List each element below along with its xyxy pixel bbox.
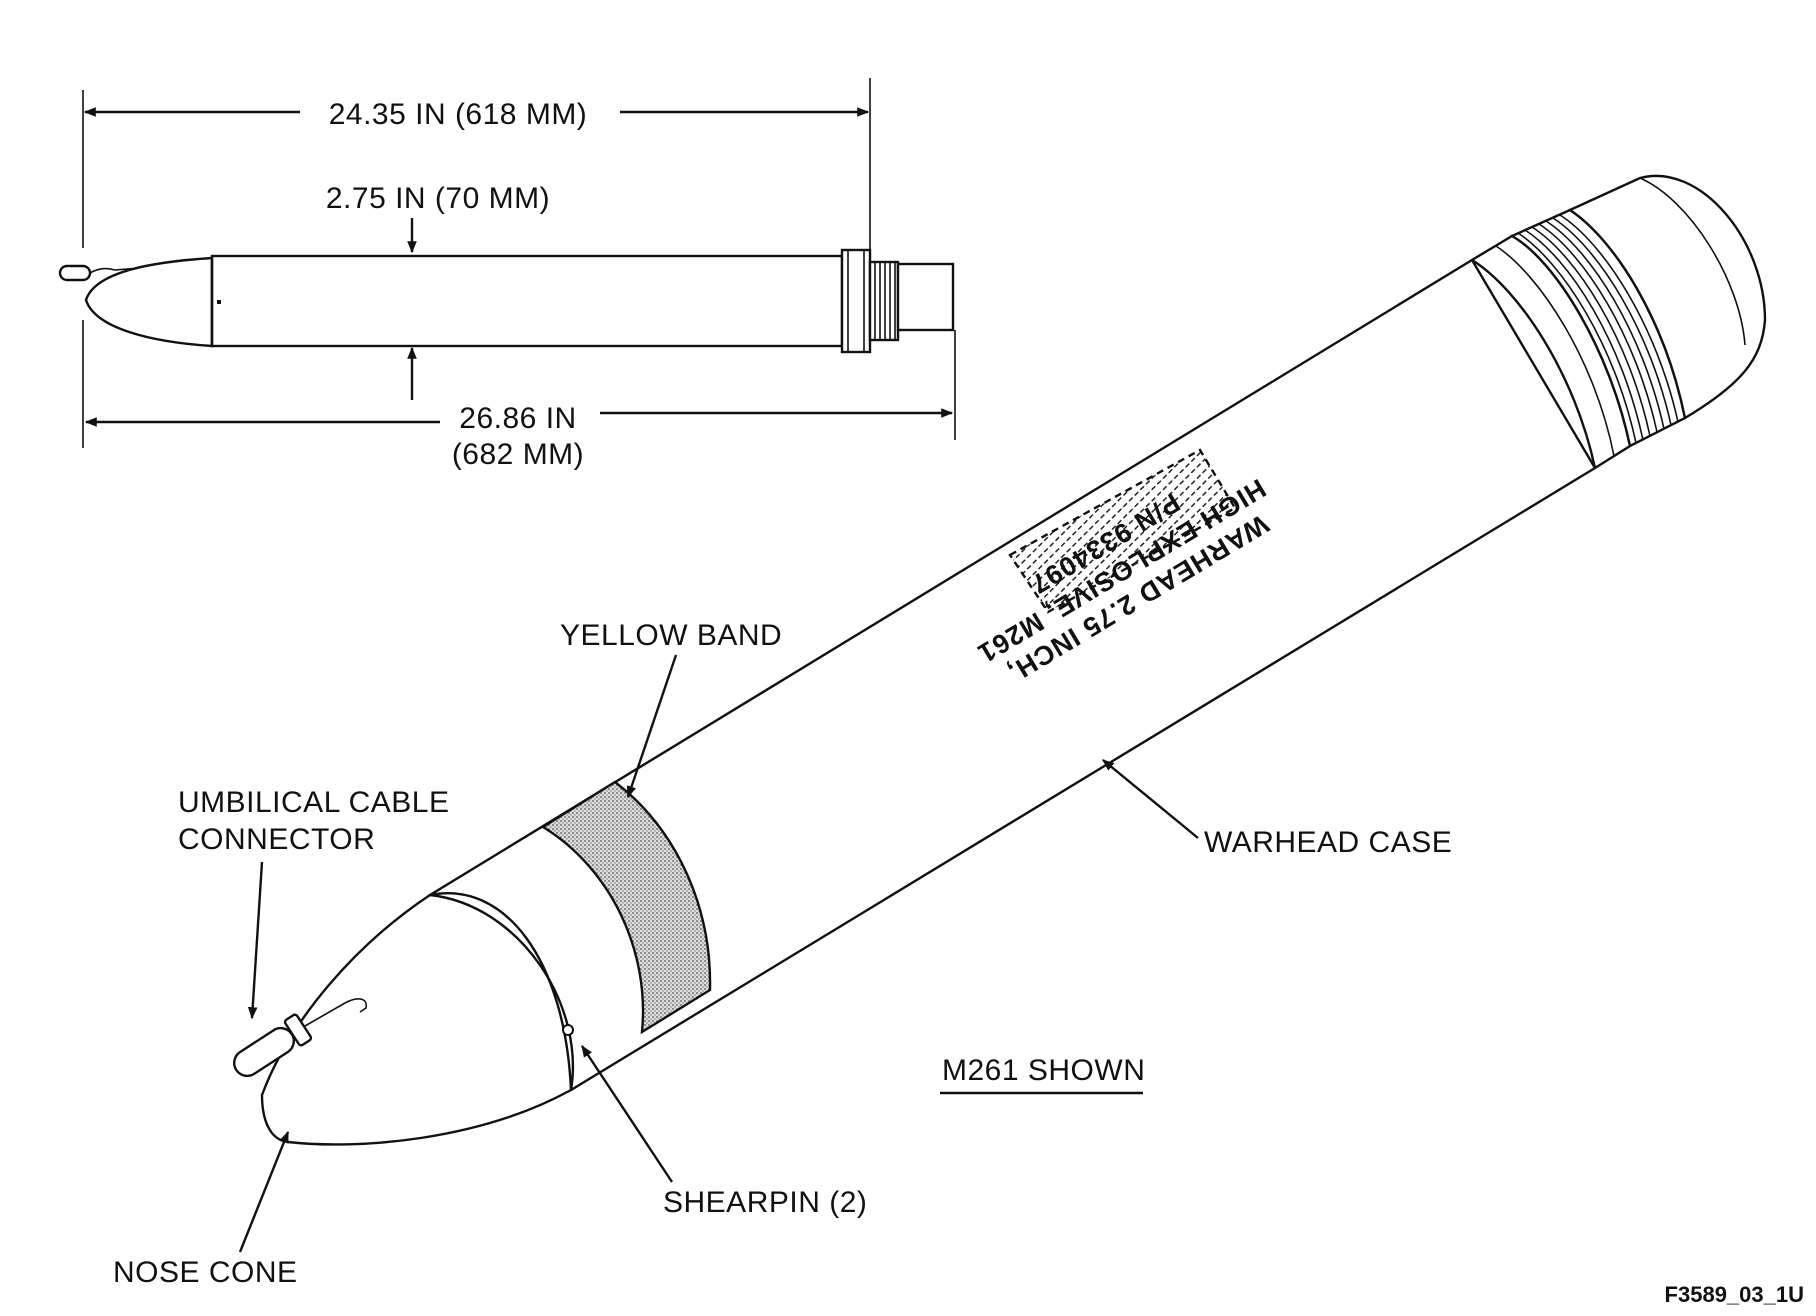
leader-nose-cone: [238, 1130, 290, 1253]
side-nose-cone: [84, 256, 214, 348]
label-warhead-case: WARHEAD CASE: [1204, 826, 1452, 859]
label-umbilical-line2: CONNECTOR: [178, 823, 375, 856]
isometric-view: [233, 174, 1767, 1146]
dimension-diameter: 2.75 IN (70 MM): [326, 182, 550, 215]
side-thread-lines: [874, 262, 896, 340]
shearpin: [562, 1024, 574, 1036]
side-view: 24.35 IN (618 MM) 2.75 IN (70 MM) 26.86 …: [58, 78, 956, 471]
side-shearpin: [217, 300, 221, 304]
dimension-overall-length-line1: 26.86 IN: [459, 402, 576, 435]
label-nose-cone: NOSE CONE: [113, 1256, 298, 1289]
side-warhead-case: [210, 254, 844, 348]
side-end-cap: [896, 262, 955, 332]
leader-yellow-band: [626, 654, 678, 799]
label-yellow-band: YELLOW BAND: [560, 619, 782, 652]
side-umbilical-connector: [58, 264, 92, 282]
side-umbilical-wire: [89, 267, 141, 274]
label-model-shown: M261 SHOWN: [942, 1054, 1145, 1087]
label-shearpin: SHEARPIN (2): [663, 1186, 867, 1219]
label-umbilical-line1: UMBILICAL CABLE: [178, 786, 449, 819]
thread-lines: [1517, 214, 1679, 444]
figure-id: F3589_03_1U: [1665, 1282, 1804, 1307]
yellow-band: [540, 780, 712, 1035]
side-collar: [840, 248, 872, 354]
dimension-body-length: 24.35 IN (618 MM): [329, 98, 588, 131]
leader-shearpin: [580, 1044, 674, 1183]
umbilical-wire: [304, 998, 368, 1027]
leader-warhead-case: [1102, 759, 1199, 839]
dimension-overall-length-line2: (682 MM): [452, 438, 584, 471]
end-cap: [1567, 174, 1767, 420]
callouts: YELLOW BAND UMBILICAL CABLE CONNECTOR WA…: [113, 619, 1452, 1289]
leader-umbilical: [247, 861, 264, 1020]
stencil-marking-box: [1008, 448, 1237, 614]
